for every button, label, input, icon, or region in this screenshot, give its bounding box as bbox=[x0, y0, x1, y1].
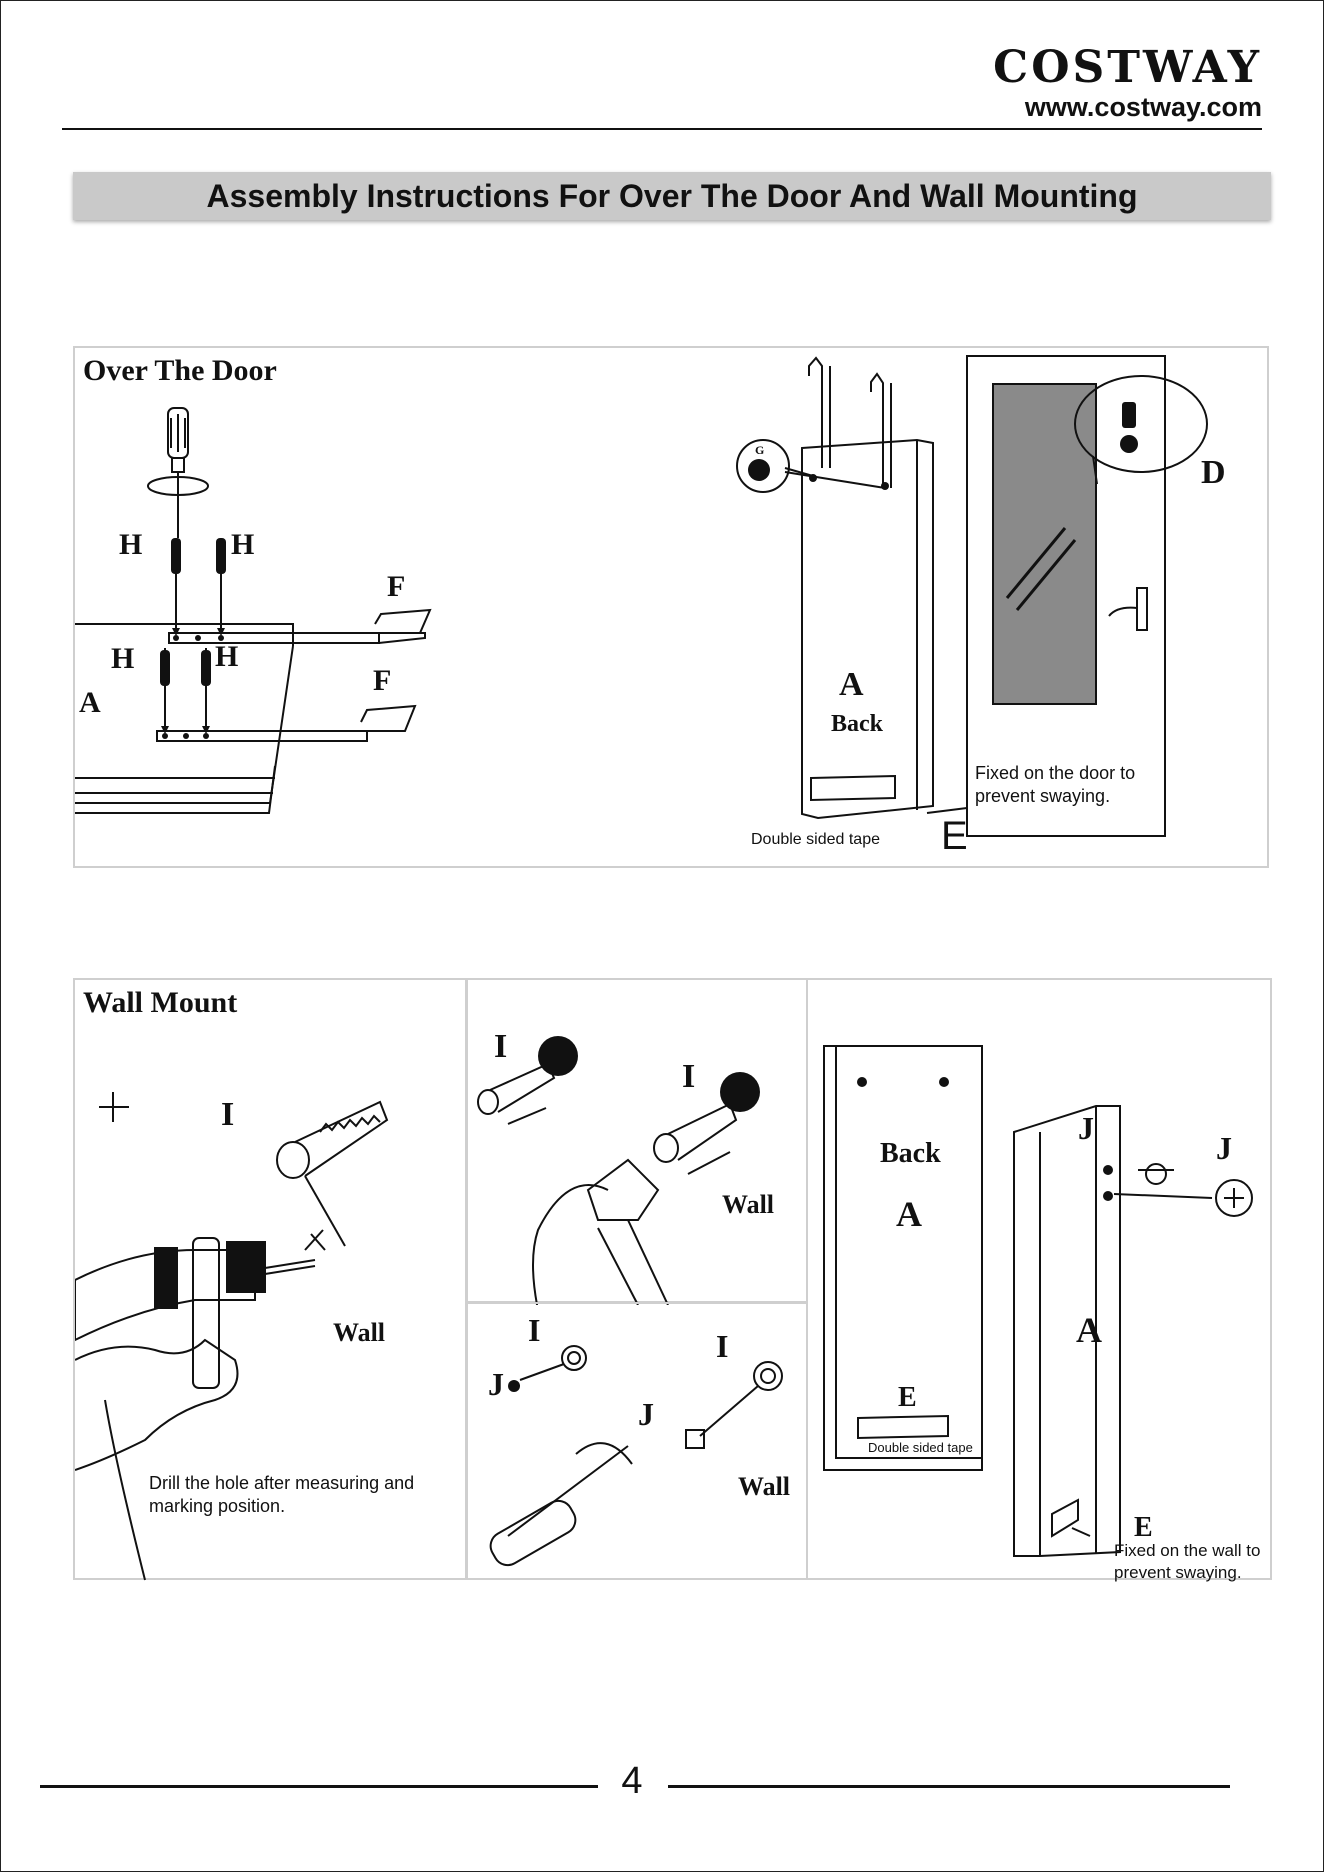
label-f-1: F bbox=[387, 570, 406, 603]
screwdriver-illustration bbox=[489, 1345, 783, 1567]
label-wall-1: Wall bbox=[333, 1318, 386, 1347]
label-i-hammer-1: I bbox=[494, 1028, 508, 1065]
label-e-wall-1: E bbox=[898, 1382, 917, 1413]
hammer-illustration bbox=[477, 1036, 760, 1305]
title-bar: Assembly Instructions For Over The Door … bbox=[73, 172, 1271, 220]
page-number: 4 bbox=[621, 1760, 643, 1802]
label-i-screw-1: I bbox=[528, 1312, 541, 1348]
footer-rule-left bbox=[40, 1785, 598, 1788]
label-j-wall-2: J bbox=[1216, 1130, 1232, 1166]
label-back: Back bbox=[831, 711, 884, 737]
wall-mount-panel-screwdriver: I I J J Wall bbox=[466, 1302, 808, 1580]
label-d: D bbox=[1201, 454, 1226, 491]
label-j-screw-2: J bbox=[638, 1396, 654, 1432]
wall-mount-panel-hammer: I I Wall bbox=[466, 978, 808, 1305]
wall-mount-heading: Wall Mount bbox=[83, 986, 238, 1019]
label-a-board: A bbox=[79, 686, 101, 719]
label-a-wall-2: A bbox=[1076, 1310, 1102, 1350]
over-the-door-panel: Over The Door bbox=[73, 346, 1269, 868]
label-i-anchor: I bbox=[221, 1096, 235, 1133]
drill-illustration bbox=[75, 1092, 389, 1581]
brand-logo: COSTWAY www.costway.com bbox=[993, 42, 1262, 123]
wall-mount-panel-cabinet: Back A E Double sided tape J J A E Fixed… bbox=[806, 978, 1272, 1582]
note-drill: Drill the hole after measuring and marki… bbox=[149, 1473, 415, 1516]
over-the-door-heading: Over The Door bbox=[83, 354, 277, 387]
label-e-wall-2: E bbox=[1134, 1512, 1153, 1543]
footer-rule-right bbox=[668, 1785, 1230, 1788]
page-title: Assembly Instructions For Over The Door … bbox=[206, 177, 1138, 214]
label-j-wall-1: J bbox=[1078, 1110, 1094, 1146]
label-f-2: F bbox=[373, 664, 392, 697]
label-g: G bbox=[755, 443, 765, 457]
brand-url: www.costway.com bbox=[1024, 92, 1262, 122]
label-h-2: H bbox=[231, 528, 255, 561]
label-wall-2: Wall bbox=[722, 1190, 775, 1219]
over-the-door-illustration bbox=[75, 355, 1208, 837]
label-back-wall: Back bbox=[880, 1138, 941, 1169]
note-fixed-on-wall: Fixed on the wall to prevent swaying. bbox=[1114, 1541, 1261, 1582]
label-h-1: H bbox=[119, 528, 143, 561]
label-h-4: H bbox=[215, 640, 239, 673]
label-j-screw-1: J bbox=[488, 1366, 504, 1402]
note-tape-wall: Double sided tape bbox=[868, 1440, 973, 1455]
label-e: E bbox=[941, 814, 968, 858]
brand-name: COSTWAY bbox=[993, 42, 1262, 93]
label-a-wall-1: A bbox=[896, 1194, 922, 1234]
note-double-sided-tape: Double sided tape bbox=[751, 831, 880, 848]
label-h-3: H bbox=[111, 642, 135, 675]
wall-mount-panel-drill: Wall Mount I Wall Drill the hole after m… bbox=[73, 978, 467, 1581]
label-i-hammer-2: I bbox=[682, 1058, 696, 1095]
cabinet-illustration bbox=[823, 1045, 1253, 1557]
header-rule bbox=[62, 128, 1262, 130]
label-i-screw-2: I bbox=[716, 1328, 729, 1364]
label-a-back: A bbox=[839, 666, 864, 703]
note-fixed-on-door: Fixed on the door to prevent swaying. bbox=[975, 763, 1136, 806]
label-wall-3: Wall bbox=[738, 1472, 791, 1501]
